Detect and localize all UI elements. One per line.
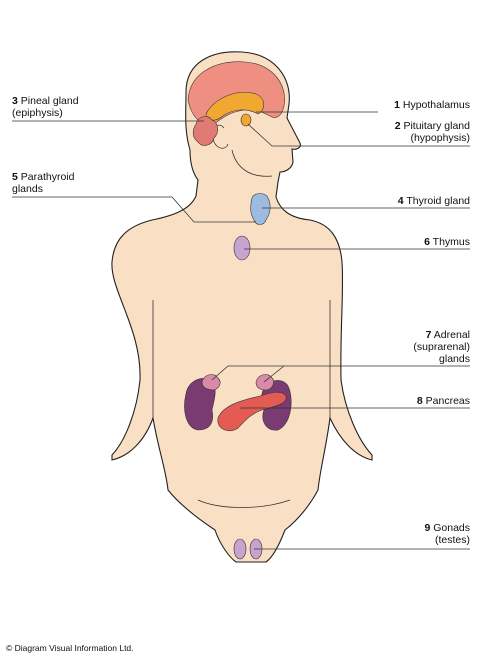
leader-pituitary [247,123,470,147]
adrenal-right [255,374,274,391]
label-hypothalamus: 1 Hypothalamus [394,99,470,111]
label-pineal: 3 Pineal gland [12,95,79,107]
testis-left [233,538,247,560]
groin-line [197,499,291,508]
label-thymus: 6 Thymus [424,236,470,248]
pineal-shape [192,116,218,146]
leader-lines [12,111,470,550]
label-gonads-line2: (testes) [435,534,470,546]
label-pancreas: 8 Pancreas [417,395,470,407]
label-gonads: 9 Gonads [424,522,470,534]
label-adrenal-line3: glands [439,353,470,365]
thymus-shape [233,235,251,261]
label-pituitary: 2 Pituitary gland [395,120,470,132]
glands [184,61,292,560]
label-pituitary-line2: (hypophysis) [410,132,470,144]
label-parathyroid-line2: glands [12,183,43,195]
body-silhouette [111,51,373,563]
pituitary-shape [240,113,252,127]
leader-adrenal-right [263,365,285,383]
hypothalamus-shape [205,92,265,121]
pancreas-shape [217,391,287,431]
leader-adrenal [211,365,470,381]
jaw-line [231,149,273,177]
ear [212,124,229,149]
body-outline [111,51,373,563]
label-thyroid: 4 Thyroid gland [398,195,470,207]
label-adrenal: 7 Adrenal [426,329,470,341]
labels: 1 Hypothalamus 2 Pituitary gland (hypoph… [6,95,470,653]
label-parathyroid: 5 Parathyroid [12,171,75,183]
copyright-text: © Diagram Visual Information Ltd. [6,643,134,653]
label-pineal-line2: (epiphysis) [12,107,63,119]
leader-parathyroid [12,196,256,223]
label-adrenal-line2: (suprarenal) [413,341,470,353]
adrenal-left [201,374,221,391]
thyroid-shape [250,193,271,225]
